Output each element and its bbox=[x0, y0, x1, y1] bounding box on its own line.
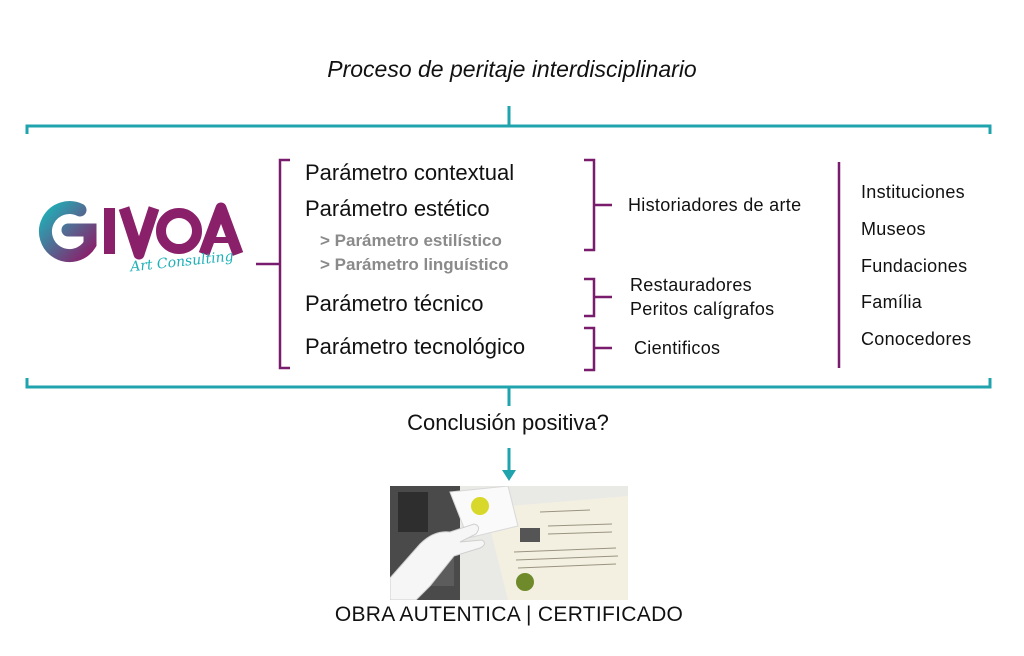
prof-restauradores: Restauradores bbox=[630, 275, 752, 295]
prof-historiadores: Historiadores de arte bbox=[628, 195, 802, 215]
inst-familia: Família bbox=[861, 292, 923, 312]
inst-instituciones: Instituciones bbox=[861, 182, 965, 202]
param-estetico: Parámetro estético bbox=[305, 196, 490, 221]
diagram-title: Proceso de peritaje interdisciplinario bbox=[327, 56, 697, 82]
prof-peritos: Peritos calígrafos bbox=[630, 299, 775, 319]
result-arrow-head bbox=[502, 470, 516, 481]
conclusion-question: Conclusión positiva? bbox=[407, 410, 609, 435]
givoa-logo-mark bbox=[38, 201, 244, 263]
group3-bracket bbox=[584, 326, 596, 372]
certificate-photo-illustration bbox=[390, 486, 628, 600]
param-contextual: Parámetro contextual bbox=[305, 160, 515, 185]
bottom-brace bbox=[25, 378, 992, 389]
inst-fundaciones: Fundaciones bbox=[861, 256, 968, 276]
inst-conocedores: Conocedores bbox=[861, 329, 972, 349]
certificate-photo bbox=[390, 486, 628, 600]
subparam-linguistico: > Parámetro linguístico bbox=[320, 255, 509, 274]
prof-cientificos: Cientificos bbox=[634, 338, 721, 358]
inst-museos: Museos bbox=[861, 219, 926, 239]
param-tecnologico: Parámetro tecnológico bbox=[305, 334, 526, 359]
parameters-bracket bbox=[278, 158, 290, 370]
top-brace bbox=[25, 124, 992, 134]
param-tecnico: Parámetro técnico bbox=[305, 291, 484, 316]
result-label: OBRA AUTENTICA | CERTIFICADO bbox=[334, 603, 684, 626]
group1-bracket bbox=[584, 158, 596, 252]
givoa-logo: Art Consulting bbox=[28, 196, 258, 296]
group2-bracket bbox=[584, 277, 596, 318]
subparam-estilistico: > Parámetro estilístico bbox=[320, 231, 502, 250]
